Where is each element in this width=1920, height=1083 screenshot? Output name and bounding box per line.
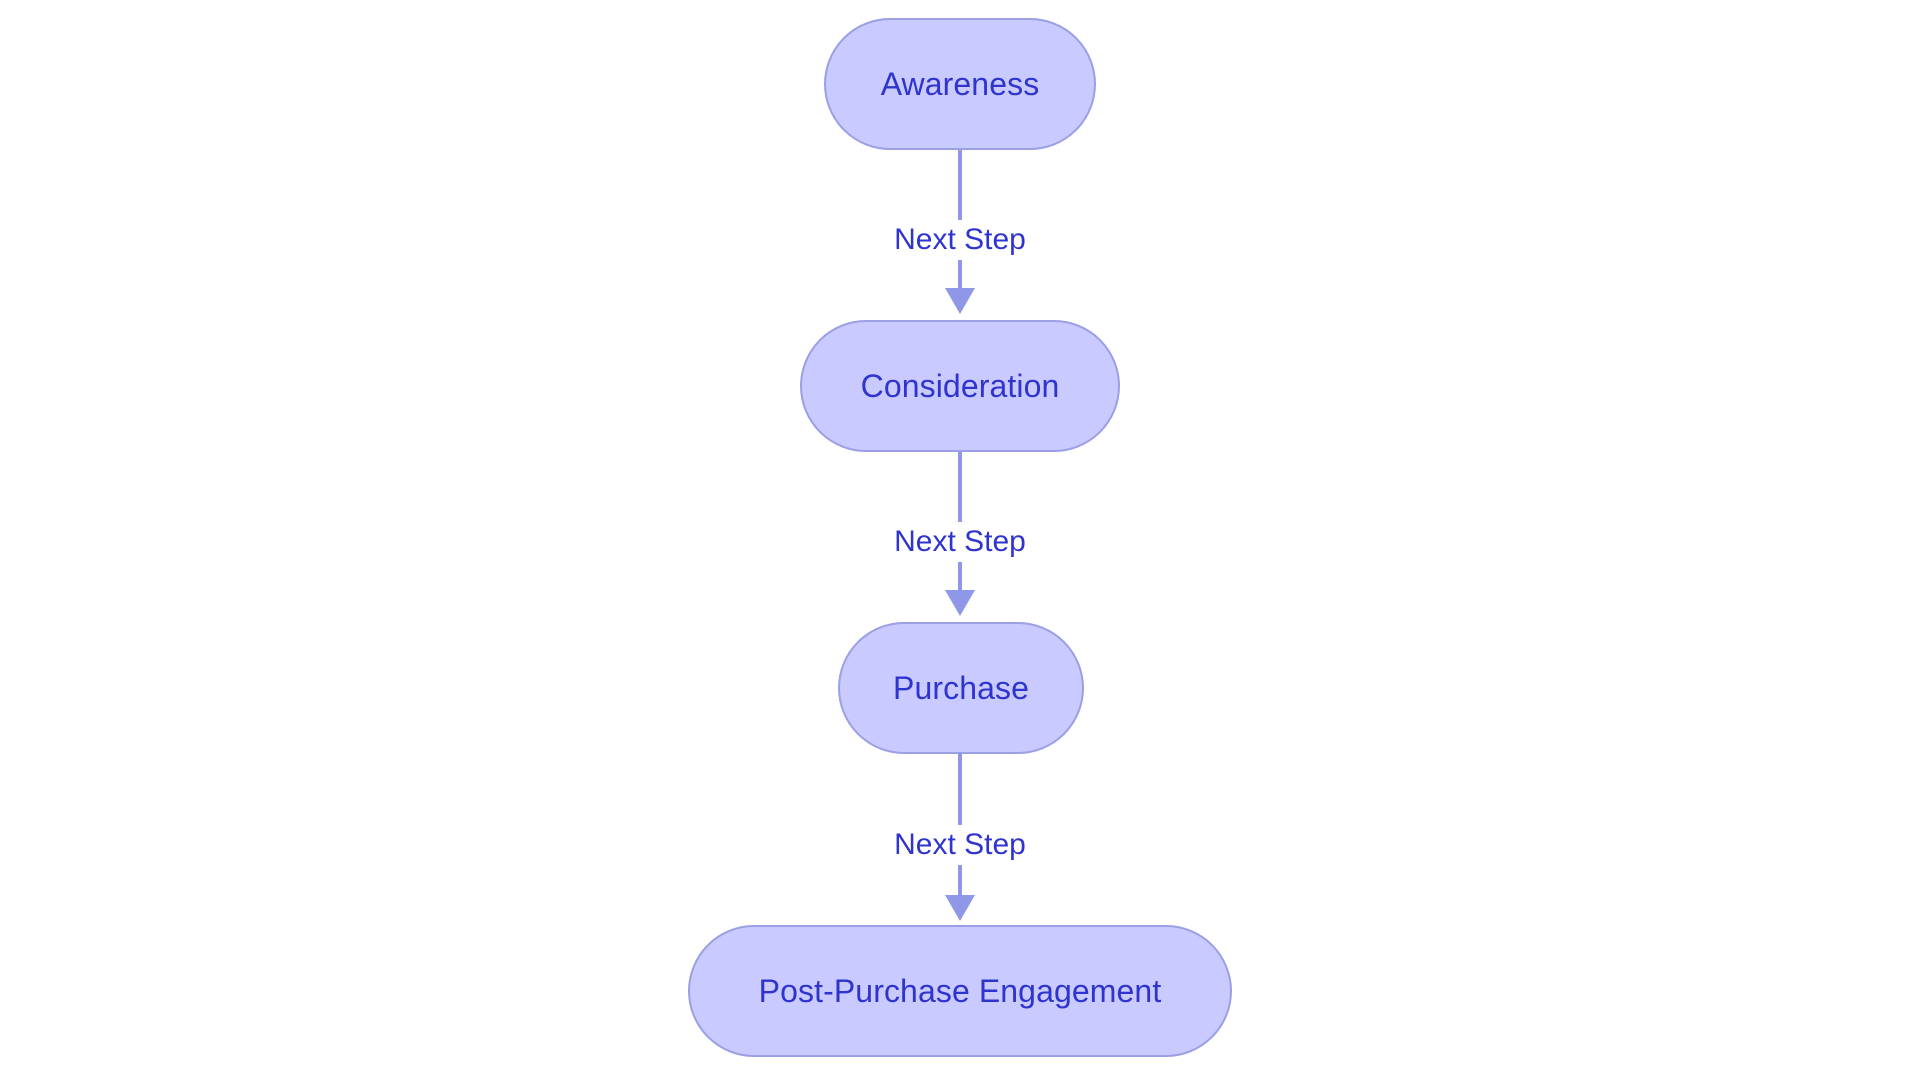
node-post-purchase[interactable]: Post-Purchase Engagement — [688, 925, 1232, 1057]
node-consideration[interactable]: Consideration — [800, 320, 1120, 452]
node-label: Purchase — [893, 670, 1029, 706]
node-label: Post-Purchase Engagement — [758, 973, 1162, 1009]
node-label: Awareness — [880, 66, 1040, 102]
edge-label: Next Step — [888, 825, 1032, 865]
edge-label: Next Step — [888, 522, 1032, 562]
node-purchase[interactable]: Purchase — [838, 622, 1084, 754]
arrowhead-down-icon — [945, 590, 975, 616]
arrowhead-down-icon — [945, 895, 975, 921]
arrowhead-down-icon — [945, 288, 975, 314]
node-label: Consideration — [860, 368, 1060, 404]
node-awareness[interactable]: Awareness — [824, 18, 1096, 150]
edge-label: Next Step — [888, 220, 1032, 260]
